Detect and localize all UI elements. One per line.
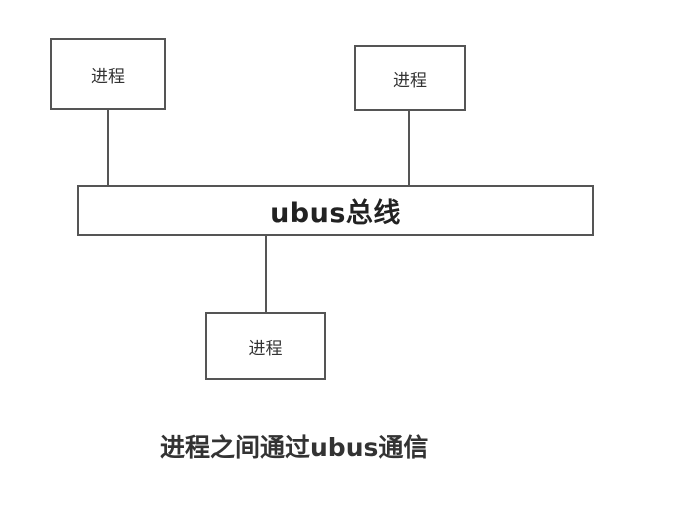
process-box: 进程: [50, 38, 166, 110]
process-box: 进程: [205, 312, 326, 380]
connector-line: [408, 111, 410, 186]
process-label: 进程: [91, 66, 125, 87]
process-box: 进程: [354, 45, 466, 111]
process-label: 进程: [393, 70, 427, 91]
connector-line: [107, 110, 109, 186]
bus-label: ubus总线: [270, 198, 401, 229]
connector-line: [265, 235, 267, 313]
process-label: 进程: [248, 338, 283, 359]
ubus-bus-box: ubus总线: [77, 185, 594, 236]
diagram-caption: 进程之间通过ubus通信: [160, 433, 429, 462]
